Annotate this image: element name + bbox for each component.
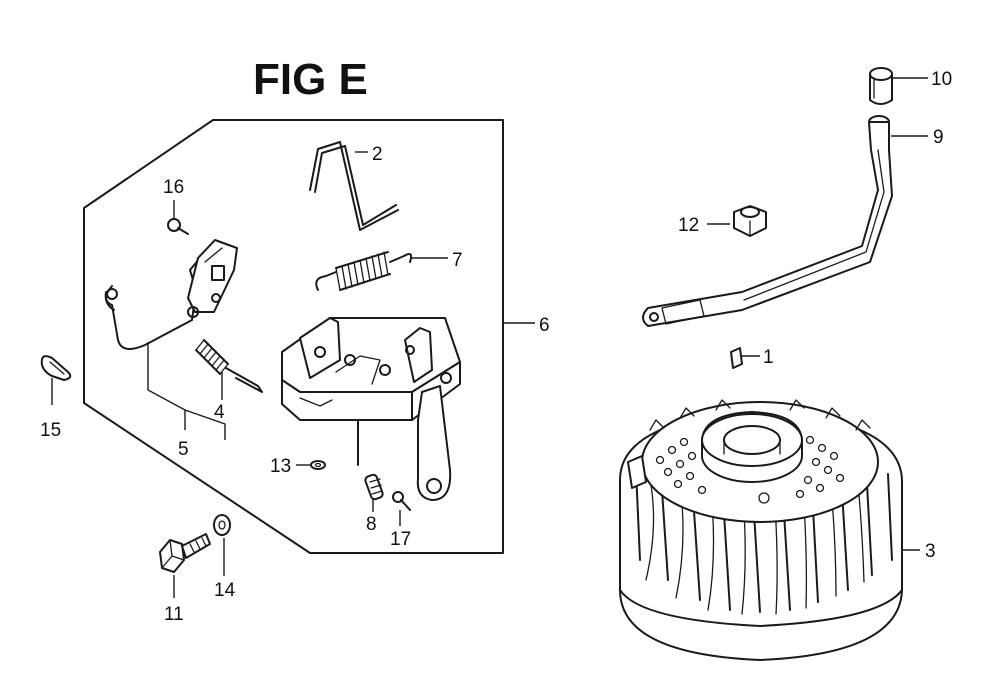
callout-2: 2	[372, 144, 383, 165]
part-bolt-11	[159, 533, 211, 573]
part-spring-7	[315, 251, 413, 291]
callout-13: 13	[270, 456, 291, 477]
part-governor-bracket	[281, 317, 461, 501]
part-flywheel	[619, 399, 903, 661]
part-screw-17	[392, 491, 411, 511]
callout-5: 5	[178, 439, 189, 460]
callout-6: 6	[539, 315, 550, 336]
callout-14: 14	[214, 580, 236, 601]
part-governor-arm	[187, 239, 238, 318]
part-washer-13	[310, 460, 326, 470]
part-stop-lever-9	[642, 115, 893, 327]
part-washer-14	[213, 514, 231, 536]
callout-1: 1	[763, 347, 774, 368]
assembly-outline	[83, 119, 504, 554]
callout-15: 15	[40, 420, 61, 441]
callout-7: 7	[452, 250, 463, 271]
leader-lines	[51, 77, 928, 598]
part-spring-4	[195, 339, 263, 393]
callout-16: 16	[163, 177, 184, 198]
part-screw-16	[167, 218, 189, 235]
callout-3: 3	[925, 541, 936, 562]
part-pin-8	[364, 473, 384, 501]
part-linkage-rod	[104, 251, 206, 350]
callout-12: 12	[678, 215, 699, 236]
callout-17: 17	[390, 529, 411, 550]
callout-labels: 2 7 6 16 15 4 5 13 8 17 11 14 10 9 12 1 …	[40, 69, 952, 625]
part-rod	[309, 141, 399, 231]
part-clip	[40, 355, 72, 381]
callout-8: 8	[366, 514, 377, 535]
figure-title: FIG E	[253, 55, 368, 104]
callout-9: 9	[933, 127, 944, 148]
part-key-1	[730, 347, 743, 369]
flywheel-holes	[655, 435, 845, 504]
callout-11: 11	[164, 604, 184, 625]
part-nut-12	[733, 205, 767, 237]
callout-10: 10	[931, 69, 952, 90]
part-cap-10	[869, 67, 893, 105]
callout-4: 4	[214, 402, 225, 423]
